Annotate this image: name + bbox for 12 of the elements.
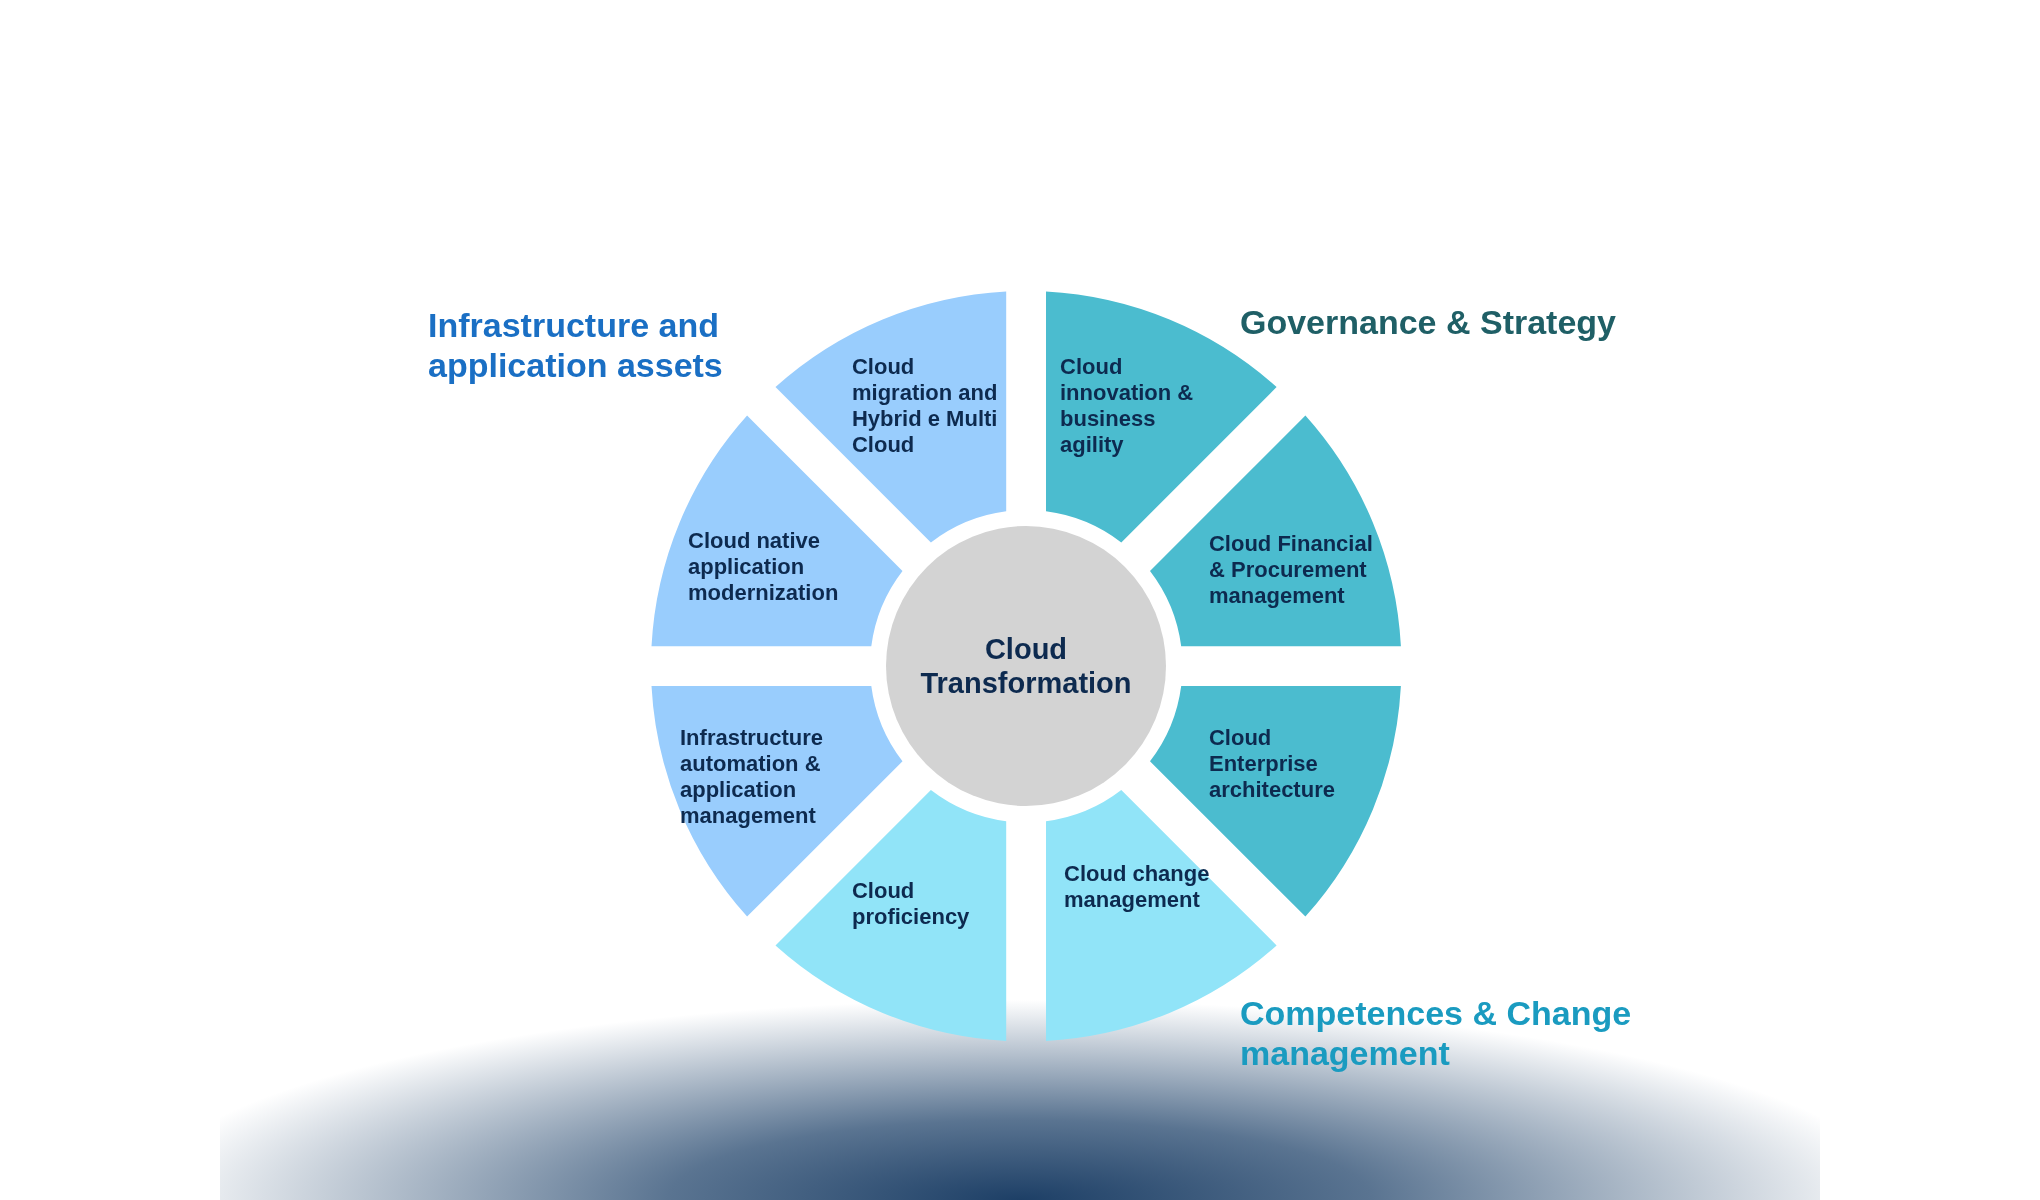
segment-label: Cloud proficiency — [852, 878, 971, 930]
segment-label: Cloud change management — [1064, 861, 1211, 913]
segment-label: Infrastructure automation & application management — [680, 725, 825, 829]
segment-label: Cloud innovation & business agility — [1060, 354, 1195, 458]
group-heading: Competences & Change management — [1240, 993, 1633, 1073]
group-heading: Governance & Strategy — [1240, 302, 1618, 342]
segment-label: Cloud native application modernization — [688, 528, 840, 606]
segment-label: Cloud Financial & Procurement management — [1209, 531, 1374, 609]
segment-label: Cloud Enterprise architecture — [1209, 725, 1336, 803]
center-label: Cloud Transformation — [919, 632, 1133, 700]
group-heading: Infrastructure and application assets — [428, 305, 724, 385]
segment-label: Cloud migration and Hybrid e Multi Cloud — [852, 354, 999, 458]
